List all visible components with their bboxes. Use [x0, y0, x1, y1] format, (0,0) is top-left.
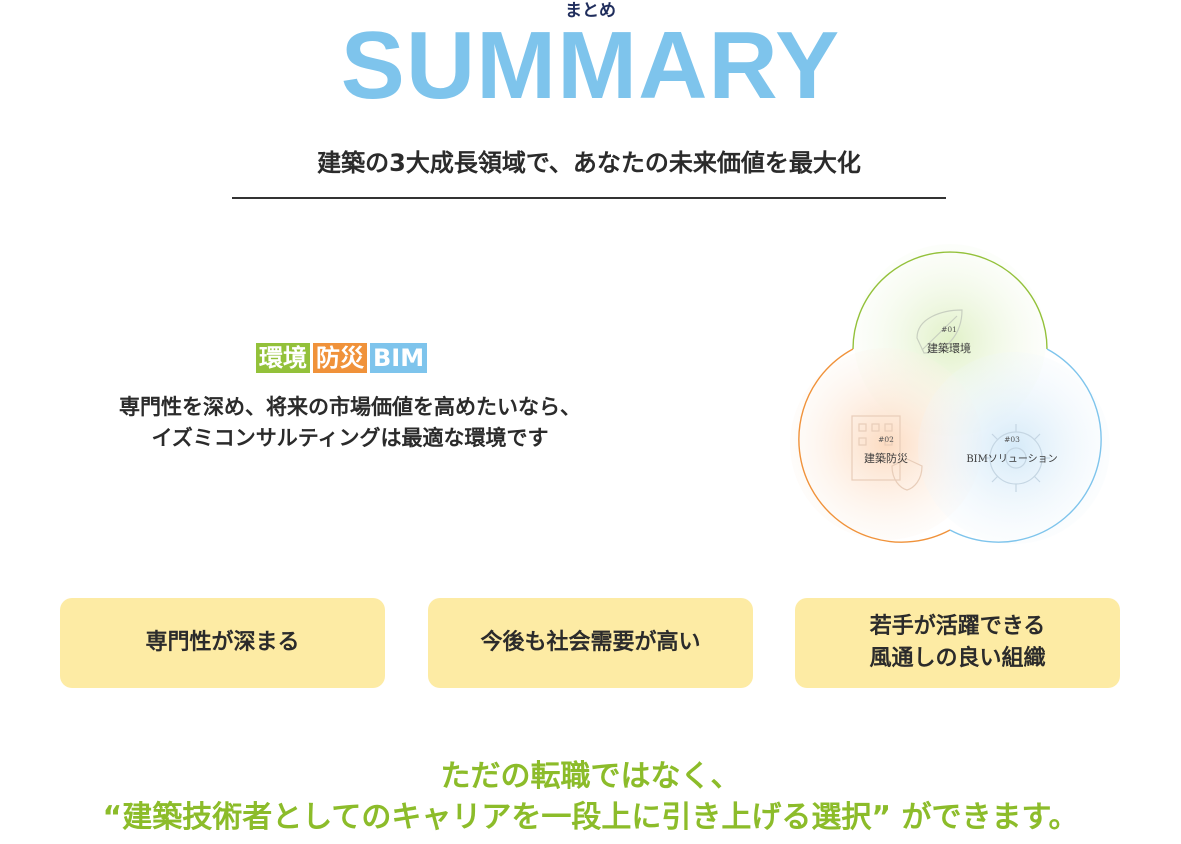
leaf-icon [916, 309, 963, 354]
tag-bim: BIM [370, 343, 428, 373]
lead-line-1: 専門性を深め、将来の市場価値を高めたいなら、 [119, 395, 581, 419]
lead-text: 専門性を深め、将来の市場価値を高めたいなら、 イズミコンサルティングは最適な環境… [40, 392, 660, 454]
page-title: SUMMARY [340, 12, 841, 119]
closing-line-1: ただの転職ではなく、 [440, 759, 741, 794]
venn-num-environment: #01 [941, 325, 957, 334]
venn-num-disaster: #02 [878, 435, 894, 444]
venn-label-bim: BIMソリューション [966, 454, 1057, 465]
tagline-underline [232, 197, 946, 199]
venn-outline-environment [852, 251, 1048, 350]
venn-outline-bim [949, 348, 1102, 543]
benefit-card-line: 若手が活躍できる [869, 614, 1046, 639]
gear-icon [982, 424, 1050, 492]
benefit-card-expertise: 専門性が深まる [60, 598, 385, 688]
benefit-card-line: 風通しの良い組織 [869, 646, 1046, 671]
benefit-card-line: 専門性が深まる [145, 630, 300, 655]
benefit-card-line: 今後も社会需要が高い [480, 630, 701, 655]
venn-label-disaster: 建築防災 [864, 451, 908, 465]
venn-label-environment: 建築環境 [927, 341, 971, 355]
tagline: 建築の3大成長領域で、あなたの未来価値を最大化 [317, 149, 861, 177]
tag-environment: 環境 [256, 343, 310, 373]
benefit-card-culture: 若手が活躍できる 風通しの良い組織 [795, 598, 1120, 688]
tag-disaster-prevention: 防災 [313, 343, 367, 373]
venn-diagram: #01 建築環境 #02 建築防災 #03 BIMソリューション [790, 244, 1110, 544]
lead-line-2: イズミコンサルティングは最適な環境です [151, 426, 549, 450]
venn-num-bim: #03 [1004, 435, 1020, 444]
domain-tags: 環境 防災 BIM [256, 343, 428, 373]
venn-outline-disaster [798, 348, 951, 543]
section-kicker: まとめ [565, 1, 616, 21]
building-shield-icon [851, 415, 923, 491]
closing-line-2: “建築技術者としてのキャリアを一段上に引き上げる選択” ができます。 [102, 800, 1079, 835]
benefit-card-demand: 今後も社会需要が高い [428, 598, 753, 688]
